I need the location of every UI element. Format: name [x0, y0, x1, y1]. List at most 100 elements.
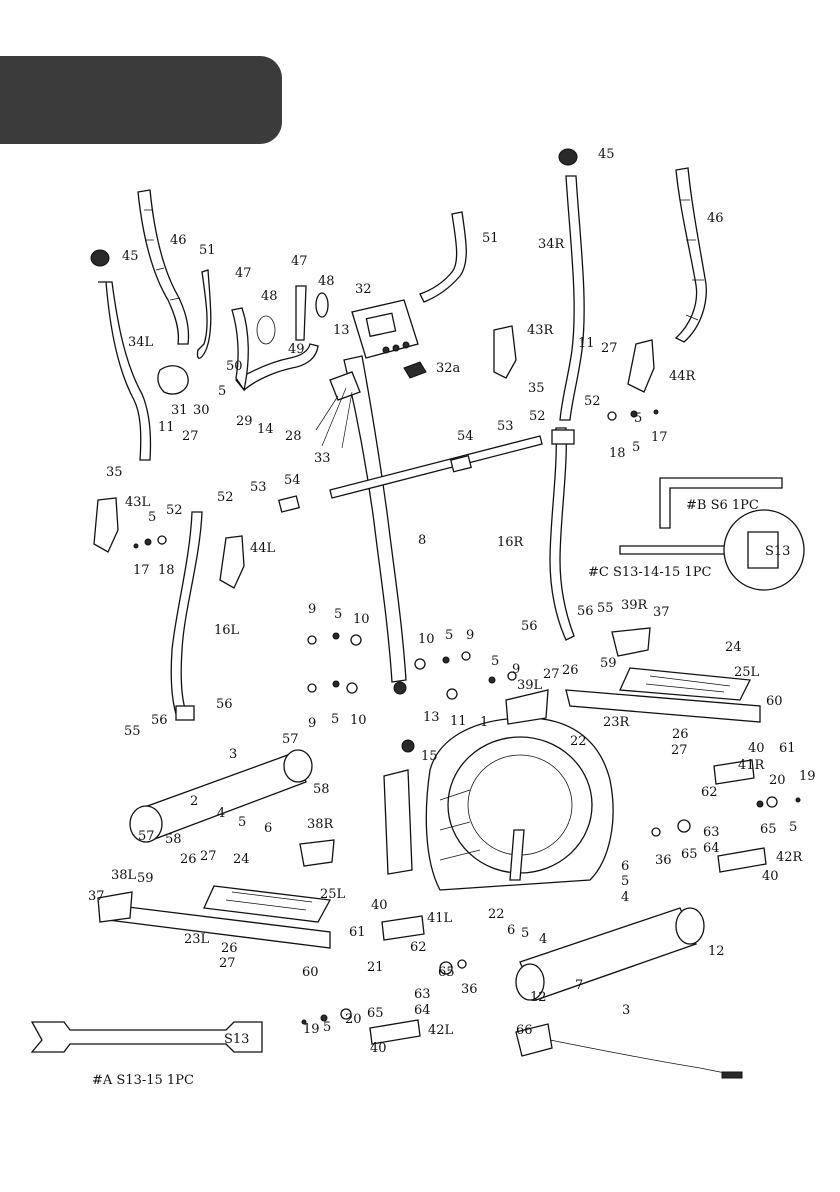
- hardware-fasteners: [133, 409, 801, 1025]
- part-callout: 20: [769, 773, 786, 788]
- lower-arm-34R: [559, 175, 585, 421]
- part-callout: 41R: [738, 758, 766, 773]
- part-callout: 9: [512, 662, 520, 677]
- part-callout: 36: [655, 853, 672, 868]
- section-header-bar: [0, 56, 282, 144]
- console-32: [351, 299, 427, 379]
- grip-44L: [219, 535, 245, 589]
- upper-right-handlebar-46: [674, 167, 707, 343]
- part-callout: 32: [355, 282, 372, 297]
- part-callout: 37: [653, 605, 670, 620]
- part-callout: 63: [703, 825, 720, 840]
- part-callout: 27: [543, 667, 560, 682]
- part-callout: 59: [137, 871, 154, 886]
- part-callout: 53: [250, 480, 267, 495]
- part-callout: 6: [264, 821, 272, 836]
- part-callout: 65: [367, 1006, 384, 1021]
- part-callout: 58: [165, 832, 182, 847]
- part-callout: 5: [148, 510, 156, 525]
- part-callout: 51: [199, 243, 216, 258]
- part-callout: 44L: [250, 541, 276, 556]
- part-callout: 54: [457, 429, 474, 444]
- part-callout: 13: [423, 710, 440, 725]
- part-callout: 36: [461, 982, 478, 997]
- part-callout: 49: [288, 342, 305, 357]
- roller-housing-39L: [505, 689, 549, 725]
- part-callout: 56: [521, 619, 538, 634]
- part-callout: 32a: [436, 361, 461, 376]
- handlebar-mount-29: [231, 285, 329, 392]
- bracket-31: [157, 365, 189, 395]
- part-callout: 60: [302, 965, 319, 980]
- part-callout: 26: [180, 852, 197, 867]
- part-callout: 22: [570, 734, 587, 749]
- part-callout: 30: [193, 403, 210, 418]
- flat-wrench-head-label: S13: [224, 1032, 249, 1047]
- part-callout: 48: [318, 274, 335, 289]
- part-callout: 17: [651, 430, 668, 445]
- part-callout: 42L: [428, 1023, 454, 1038]
- part-callout: 62: [701, 785, 718, 800]
- slide-block-42R: [717, 847, 767, 873]
- part-callout: 25L: [320, 887, 346, 902]
- slide-block-42L: [369, 1019, 421, 1045]
- part-callout: 24: [233, 852, 250, 867]
- grip-43L: [93, 497, 119, 553]
- part-callout: 5: [521, 926, 529, 941]
- part-callout: 5: [334, 607, 342, 622]
- part-callout: 43R: [527, 323, 555, 338]
- part-callout: 45: [122, 249, 139, 264]
- part-callout: 15: [421, 749, 438, 764]
- part-callout: 59: [600, 656, 617, 671]
- roller-housing-39R: [611, 627, 651, 657]
- part-callout: 16L: [214, 623, 240, 638]
- part-callout: 18: [158, 563, 175, 578]
- part-callout: 34L: [128, 335, 154, 350]
- part-callout: 12: [708, 944, 725, 959]
- main-shroud-1: [425, 717, 614, 891]
- part-callout: 41L: [427, 911, 453, 926]
- part-callout: 65: [438, 965, 455, 980]
- part-callout: 4: [217, 806, 225, 821]
- part-callout: 66: [516, 1023, 533, 1038]
- part-callout: 5: [323, 1020, 331, 1035]
- part-callout: 61: [349, 925, 366, 940]
- part-callout: 1: [480, 715, 488, 730]
- part-callout: 10: [353, 612, 370, 627]
- end-cap-45-left: [90, 249, 110, 267]
- part-callout: 4: [621, 890, 629, 905]
- part-callout: 56: [216, 697, 233, 712]
- part-callout: 26: [562, 663, 579, 678]
- rear-stabilizer-2: [129, 749, 313, 843]
- part-callout: 8: [418, 533, 426, 548]
- part-callout: 20: [345, 1012, 362, 1027]
- part-callout: 52: [584, 394, 601, 409]
- roller-housing-38R: [299, 839, 335, 867]
- part-callout: 9: [466, 628, 474, 643]
- part-callout: 21: [367, 960, 384, 975]
- grip-43R: [493, 325, 517, 379]
- part-callout: 42R: [776, 850, 804, 865]
- part-callout: 40: [762, 869, 779, 884]
- part-callout: 11: [158, 420, 175, 435]
- part-callout: 26: [221, 941, 238, 956]
- part-callout: 11: [578, 336, 595, 351]
- part-callout: 27: [200, 849, 217, 864]
- flat-wrench-label: #A S13-15 1PC: [92, 1073, 194, 1088]
- part-callout: 19: [799, 769, 816, 784]
- part-callout: 48: [261, 289, 278, 304]
- part-callout: 27: [219, 956, 236, 971]
- part-callout: 40: [370, 1041, 387, 1056]
- part-callout: 64: [414, 1003, 431, 1018]
- part-callout: 50: [226, 359, 243, 374]
- part-callout: 5: [789, 820, 797, 835]
- part-callout: 11: [450, 714, 467, 729]
- part-callout: 22: [488, 907, 505, 922]
- lower-arm-34L: [98, 281, 152, 461]
- part-callout: 14: [257, 422, 274, 437]
- part-callout: 3: [622, 1003, 630, 1018]
- swing-arm-16L: [170, 511, 203, 721]
- hex-key-label: #B S6 1PC: [686, 498, 759, 513]
- part-callout: 3: [229, 747, 237, 762]
